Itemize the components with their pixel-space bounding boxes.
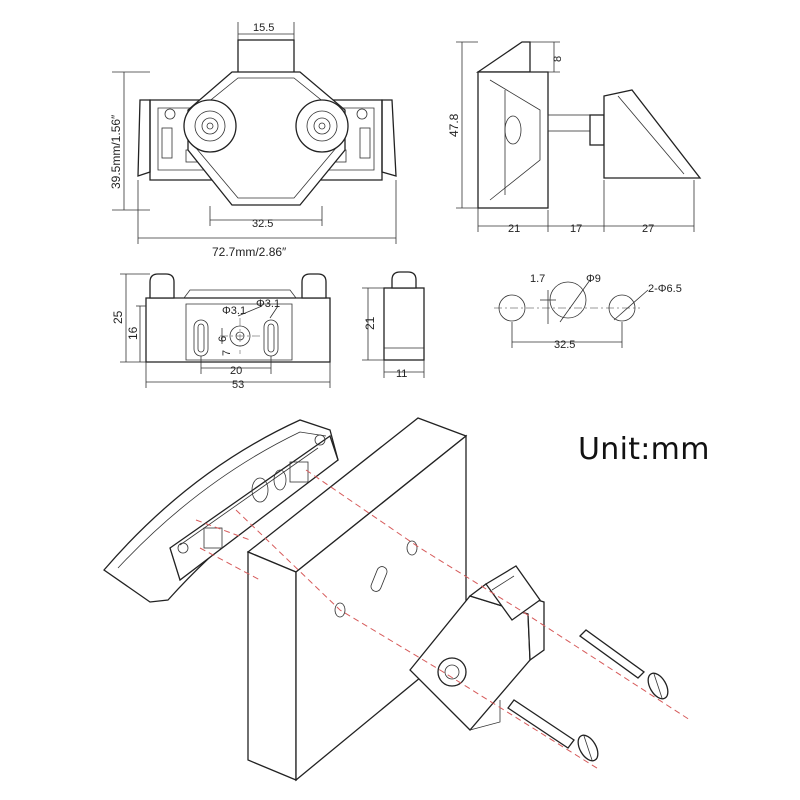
screw-upper — [579, 629, 669, 700]
dim-drill-center: Φ9 — [586, 273, 601, 285]
dim-bottom-height-inner: 16 — [126, 326, 140, 340]
dim-side-seg-b: 17 — [570, 223, 582, 235]
dim-bottom-inner-width: 20 — [230, 365, 242, 377]
dim-bottom-overall-width: 53 — [232, 379, 244, 391]
dim-bottom-hole-a: Φ3.1 — [222, 305, 246, 317]
bottom-view: Φ3.1 Φ3.1 6 7 25 16 20 53 — [111, 273, 331, 391]
end-view: 21 11 — [362, 271, 425, 380]
dim-side-tab: 8 — [552, 56, 564, 62]
dim-top-width: 15.5 — [253, 22, 274, 34]
dim-hole-spacing: 32.5 — [252, 218, 273, 230]
dim-side-height: 47.8 — [447, 113, 461, 137]
front-view: 15.5 39.5mm/1.56″ — [109, 22, 397, 259]
unit-label: Unit:mm — [578, 432, 710, 467]
dim-bottom-slot-off: 7 — [221, 350, 233, 356]
dim-drill-offset: 1.7 — [530, 273, 545, 285]
dim-side-seg-c: 27 — [642, 223, 654, 235]
dim-drill-side: 2-Φ6.5 — [648, 283, 682, 295]
dim-bottom-hole-b: Φ3.1 — [256, 298, 280, 310]
side-view: 8 47.8 21 17 27 — [447, 41, 702, 235]
dim-side-seg-a: 21 — [508, 223, 520, 235]
dim-front-height: 39.5mm/1.56″ — [109, 114, 123, 189]
dim-bottom-slot-len: 6 — [217, 336, 229, 342]
dim-drill-spacing: 32.5 — [554, 339, 575, 351]
drill-pattern: 1.7 Φ9 2-Φ6.5 32.5 — [494, 273, 682, 351]
dim-end-width: 11 — [396, 368, 407, 380]
dim-end-height: 21 — [363, 316, 377, 330]
dim-bottom-height-outer: 25 — [111, 310, 125, 324]
exploded-assembly — [103, 417, 691, 782]
dim-overall-width: 72.7mm/2.86″ — [212, 245, 287, 259]
screw-lower — [507, 699, 599, 762]
